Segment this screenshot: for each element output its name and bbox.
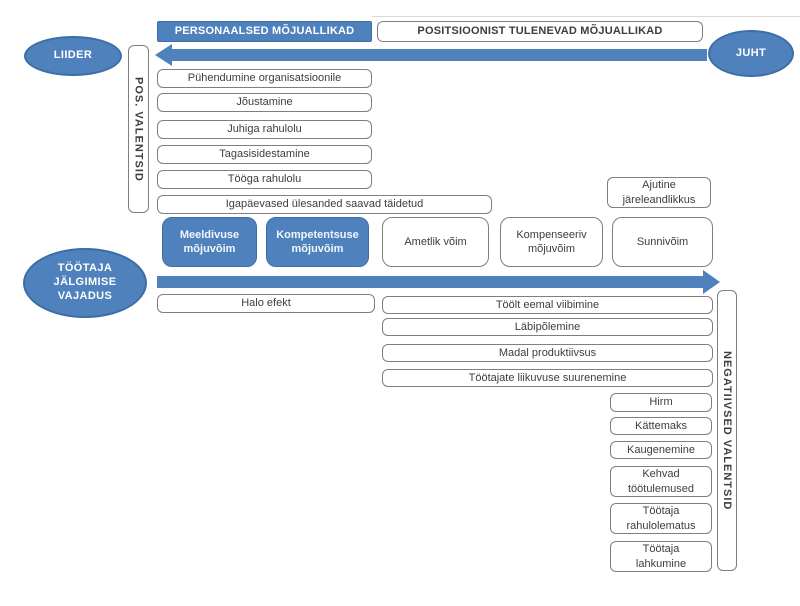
negative-outcome-small-box: Töötaja lahkumine	[610, 541, 712, 572]
negative-outcome-small-box: Kaugenemine	[610, 441, 712, 459]
positive-outcome-box: Jõustamine	[157, 93, 372, 112]
faint-divider-line	[372, 16, 800, 17]
negative-outcome-box: Töötajate liikuvuse suurenemine	[382, 369, 713, 387]
negative-outcome-box: Töölt eemal viibimine	[382, 296, 713, 314]
negative-outcome-small-box: Töötaja rahulolematus	[610, 503, 712, 534]
header-personal-sources: PERSONAALSED MÕJUALLIKAD	[157, 21, 372, 42]
ellipse-employee-monitoring-need: TÖÖTAJA JÄLGIMISE VAJADUS	[23, 248, 147, 318]
power-source-legitimate-box: Ametlik võim	[382, 217, 489, 267]
power-source-expertise-box: Kompetentsuse mõjuvõim	[266, 217, 369, 267]
ellipse-leader: LIIDER	[24, 36, 122, 76]
power-source-reward-box: Kompenseeriv mõjuvõim	[500, 217, 603, 267]
power-source-liking-box: Meeldivuse mõjuvõim	[162, 217, 257, 267]
positive-outcome-box: Juhiga rahulolu	[157, 120, 372, 139]
power-source-coercive-box: Sunnivõim	[612, 217, 713, 267]
rail-negative-valences: NEGATIIVSED VALENTSID	[717, 290, 737, 571]
positive-outcome-box: Tööga rahulolu	[157, 170, 372, 189]
positive-outcome-box-wide: Igapäevased ülesanded saavad täidetud	[157, 195, 492, 214]
header-positional-sources: POSITSIOONIST TULENEVAD MÕJUALLIKAD	[377, 21, 703, 42]
positive-outcome-box: Tagasisidestamine	[157, 145, 372, 164]
rail-positive-valences: POS. VALENTSID	[128, 45, 149, 213]
ellipse-manager: JUHT	[708, 30, 794, 77]
negative-outcome-small-box: Kättemaks	[610, 417, 712, 435]
halo-effect-box: Halo efekt	[157, 294, 375, 313]
negative-outcome-box: Läbipõlemine	[382, 318, 713, 336]
positive-outcome-box: Pühendumine organisatsioonile	[157, 69, 372, 88]
negative-outcome-box: Madal produktiivsus	[382, 344, 713, 362]
temporary-compliance-box: Ajutine järeleandlikkus	[607, 177, 711, 208]
negative-outcome-small-box: Kehvad töötulemused	[610, 466, 712, 497]
negative-outcome-small-box: Hirm	[610, 393, 712, 412]
